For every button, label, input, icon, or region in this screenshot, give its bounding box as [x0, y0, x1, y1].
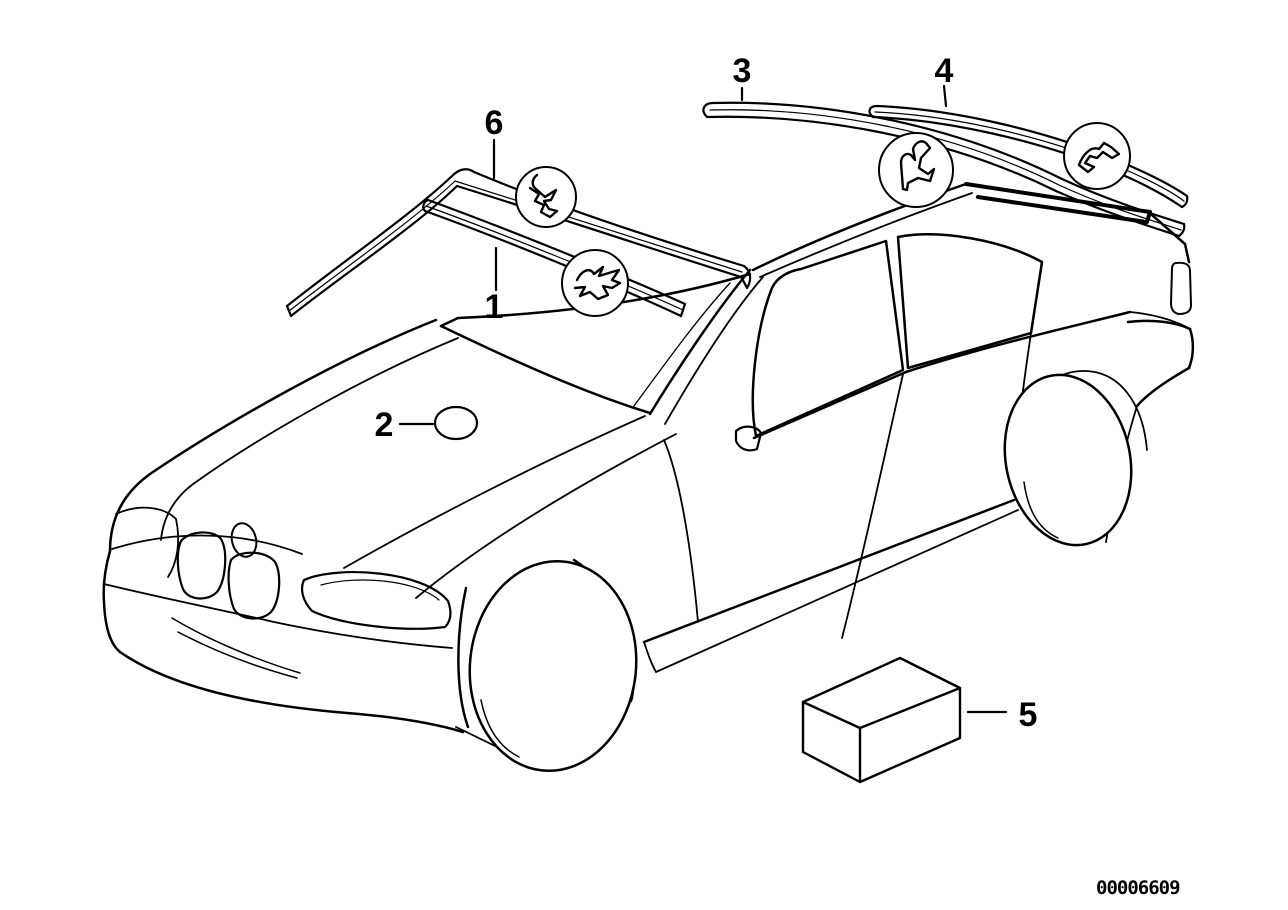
trunk-rear-edge — [1183, 242, 1191, 264]
callout-1: 1 — [485, 288, 504, 326]
plate-recess-bottom — [177, 631, 298, 679]
door-leading-edge — [663, 439, 699, 623]
medallion-circle — [878, 132, 954, 208]
left-lamp-side — [167, 518, 180, 578]
a-pillar-inner — [664, 276, 764, 425]
headlight-inner-line — [320, 579, 440, 601]
callouts: 1 2 3 4 6 — [375, 52, 954, 444]
left-lamp-top — [115, 506, 177, 520]
medallion-windshield-lower — [561, 249, 629, 317]
windshield-glass-edge — [633, 282, 731, 407]
headlight — [301, 571, 452, 630]
callout-4: 4 — [935, 52, 954, 90]
medallion-circle — [561, 249, 629, 317]
windshield-upper-molding-part-6 — [285, 168, 752, 318]
box-top-face — [801, 656, 962, 730]
callout-2: 2 — [375, 406, 394, 444]
front-fender-edge — [457, 586, 470, 729]
sill-front-join — [643, 641, 657, 673]
shoulder-line — [904, 310, 1132, 374]
plate-recess-top — [171, 617, 301, 674]
roof-drip-molding-profile-icon — [899, 140, 936, 192]
bmw-roundel — [230, 522, 258, 558]
callout-5: 5 — [1019, 696, 1038, 734]
hood-crease-2 — [415, 433, 677, 599]
rear-door-window — [896, 233, 1044, 370]
kidney-grille-right — [227, 551, 281, 620]
adhesive-kit-box: 5 — [801, 656, 1038, 784]
windshield-lower-molding-profile-icon — [573, 265, 622, 301]
bumper-top-edge — [103, 583, 453, 649]
rear-arch-inner — [1023, 481, 1059, 539]
sill-upper — [642, 498, 1016, 644]
roofline-inner — [759, 192, 973, 278]
door-gap — [841, 373, 904, 639]
front-wheel — [468, 559, 638, 773]
taillight — [1170, 261, 1192, 315]
rear-bumper-right — [1187, 327, 1195, 370]
car-illustration — [102, 182, 1195, 773]
c-pillar-edge-outer — [964, 182, 1152, 214]
windshield-upper-molding-profile-icon — [528, 173, 559, 219]
belt-line — [752, 370, 908, 440]
trunk-top-edge — [1150, 213, 1187, 246]
a-pillar-outer — [648, 268, 752, 416]
kidney-grille-left — [176, 531, 227, 600]
rear-bumper-top — [1126, 319, 1192, 331]
callout-6: 6 — [485, 104, 504, 142]
box-left-bottom-edges — [801, 686, 962, 784]
cowl-line — [439, 324, 652, 415]
hood-crease-1 — [343, 415, 646, 569]
rear-wheel — [1003, 373, 1133, 547]
rear-window-molding-profile-icon — [1077, 141, 1121, 174]
sill-lower — [655, 509, 1019, 673]
diagram-part-number: 00006609 — [1096, 877, 1180, 899]
hood-cut-line — [160, 337, 459, 541]
medallion-roof-drip — [878, 132, 954, 208]
front-door-window — [751, 239, 905, 438]
front-arch-inner — [480, 699, 520, 758]
medallion-rear-window — [1063, 122, 1131, 190]
bumper-left-edge — [102, 549, 122, 654]
windshield-lower-molding-part-1 — [422, 198, 687, 318]
hood-cover-plug — [433, 405, 479, 441]
c-pillar-edge-inner — [976, 195, 1148, 224]
medallion-windshield-upper — [515, 166, 577, 228]
side-mirror — [734, 425, 763, 452]
roof-drip-molding-part-3 — [702, 101, 1186, 238]
callout-3: 3 — [733, 52, 752, 90]
hood-front-edge — [111, 534, 303, 555]
leader-line-4 — [942, 84, 948, 108]
bumper-bottom-edge — [118, 650, 465, 734]
rear-bumper-bottom — [1135, 366, 1191, 408]
medallion-circle — [1063, 122, 1131, 190]
